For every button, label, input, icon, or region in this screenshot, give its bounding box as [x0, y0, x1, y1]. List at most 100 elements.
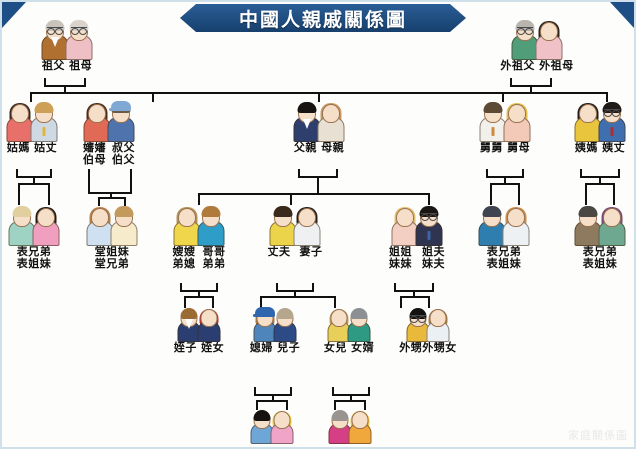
- connector: [580, 169, 582, 177]
- figure-brother: [197, 206, 225, 246]
- portrait-sisters-children: [388, 308, 468, 342]
- hair-icon: [409, 308, 427, 319]
- head-icon: [507, 208, 525, 227]
- glasses-icon: [517, 27, 533, 35]
- label-paternal-grandparents: 祖父 祖母: [41, 59, 93, 72]
- connector: [317, 176, 319, 194]
- node-cousins-paternal-uncle: 堂姐妹 堂兄弟: [84, 206, 140, 270]
- figure-grandchild-boy: [328, 410, 352, 444]
- cap-icon: [109, 101, 131, 111]
- connector: [585, 183, 615, 185]
- label-wife: 妻子: [299, 245, 323, 258]
- hair-icon: [180, 308, 198, 319]
- figure-son: [273, 308, 297, 342]
- label-husband: 丈夫: [267, 245, 291, 258]
- portrait-paternal-grandparents: [20, 20, 114, 60]
- portrait-self-couple: [264, 206, 326, 246]
- portrait-cousins-maternal-uncle: [476, 206, 532, 246]
- portrait-sister-and-husband: [380, 206, 454, 246]
- label-sisters-children: 外甥外甥女: [399, 341, 457, 354]
- glasses-icon: [604, 109, 620, 117]
- connector: [350, 394, 352, 401]
- label-cousins-maternal-uncle: 表兄弟 表姐妹: [486, 245, 522, 270]
- connector: [256, 400, 288, 402]
- figure-cousin-male: [574, 206, 602, 246]
- node-nephew-niece: 姪子 姪女: [168, 308, 230, 354]
- connector: [272, 394, 274, 401]
- connector: [618, 169, 620, 177]
- label-cousins-paternal-uncle: 堂姐妹 堂兄弟: [94, 245, 130, 270]
- figure-cousin-female: [502, 206, 530, 246]
- connector: [298, 169, 300, 177]
- hair-icon: [69, 20, 89, 31]
- portrait-grandchildren-daughter: [318, 410, 382, 444]
- figure-mother: [317, 102, 345, 142]
- figure-father: [293, 102, 321, 142]
- connector: [198, 290, 200, 297]
- connector: [599, 176, 601, 184]
- connector: [50, 169, 52, 177]
- connector: [260, 296, 262, 308]
- figure-maternal-uncle: [479, 102, 507, 142]
- connector: [550, 78, 552, 86]
- head-icon: [603, 208, 621, 227]
- tie-icon: [491, 127, 495, 136]
- node-sisters-children: 外甥外甥女: [388, 308, 468, 354]
- glasses-icon: [410, 315, 426, 323]
- connector: [368, 387, 370, 395]
- figure-cousin-female: [86, 206, 114, 246]
- connector: [510, 78, 512, 86]
- node-paternal-uncle-couple: 嬸嬸 伯母 叔父 伯父: [66, 101, 152, 166]
- label-cousins-paternal-aunt: 表兄弟 表姐妹: [16, 245, 52, 270]
- connector: [44, 78, 46, 86]
- connector: [606, 92, 608, 102]
- figure-cousin-male: [478, 206, 506, 246]
- node-cousins-paternal-aunt: 表兄弟 表姐妹: [6, 206, 62, 270]
- connector: [400, 296, 402, 308]
- head-icon: [11, 104, 29, 123]
- connector: [336, 169, 338, 177]
- connector: [522, 169, 524, 177]
- connector: [33, 176, 35, 184]
- figure-brother-in-law: [415, 206, 443, 246]
- connector: [290, 387, 292, 395]
- figure-paternal-uncle: [107, 101, 135, 142]
- figure-grandfather: [41, 20, 69, 60]
- label-brother: 哥哥 弟弟: [202, 245, 226, 270]
- figure-paternal-aunt-husband: [30, 102, 58, 142]
- label-nephew-niece: 姪子 姪女: [173, 341, 225, 354]
- figure-sister-in-law: [173, 206, 201, 246]
- node-maternal-uncle-couple: 舅舅 舅母: [474, 102, 536, 154]
- connector: [16, 169, 18, 177]
- head-icon: [200, 309, 218, 327]
- tie-icon: [427, 231, 431, 240]
- hair-icon: [331, 410, 349, 421]
- connector: [88, 169, 90, 193]
- node-brother-and-wife: 嫂嫂 弟媳 哥哥 弟弟: [168, 206, 230, 270]
- label-maternal-aunt-couple: 姨媽 姨丈: [574, 141, 626, 154]
- portrait-maternal-uncle-couple: [474, 102, 536, 142]
- tie-icon: [42, 127, 46, 136]
- glasses-icon: [71, 27, 87, 35]
- head-icon: [322, 104, 340, 123]
- connector: [98, 197, 100, 206]
- glasses-icon: [47, 27, 63, 35]
- connector: [486, 169, 488, 177]
- node-cousins-maternal-uncle: 表兄弟 表姐妹: [476, 206, 532, 270]
- figure-maternal-uncle-wife: [503, 102, 531, 142]
- head-icon: [91, 208, 109, 227]
- hair-icon: [578, 206, 598, 217]
- hair-icon: [201, 206, 221, 217]
- connector: [490, 183, 520, 185]
- head-icon: [330, 309, 348, 327]
- label-parents: 父親 母親: [293, 141, 345, 154]
- figure-cousin-female: [32, 206, 60, 246]
- head-icon: [579, 104, 597, 123]
- label-sister: 姐姐 妹妹: [389, 245, 412, 270]
- label-brother-in-law: 姐夫 妹夫: [422, 245, 445, 270]
- label-daughter-and-husband: 女兒 女婿: [323, 341, 375, 354]
- node-son-and-wife: 媳婦 兒子: [240, 307, 310, 354]
- connector: [98, 197, 126, 199]
- page-title: 中國人親戚關係圖: [180, 4, 466, 32]
